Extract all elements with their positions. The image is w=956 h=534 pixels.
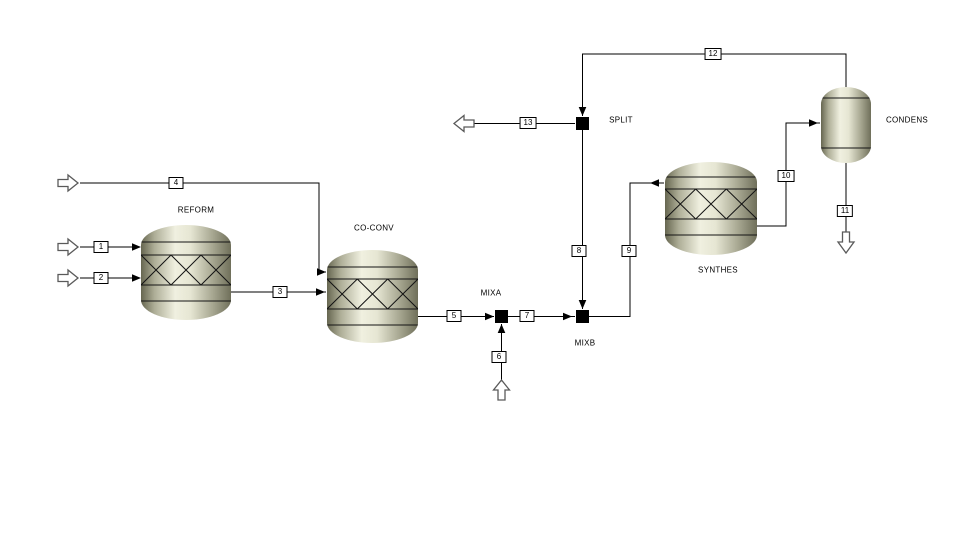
arrowhead-icon bbox=[497, 324, 506, 333]
synthes-vessel[interactable] bbox=[665, 162, 757, 255]
arrowhead-icon bbox=[578, 300, 587, 309]
coconv-vessel[interactable] bbox=[327, 250, 418, 343]
arrowhead-icon bbox=[485, 312, 494, 321]
arrowhead-icon bbox=[809, 119, 818, 127]
stream-13-label[interactable]: 13 bbox=[519, 117, 537, 129]
stream-12-label[interactable]: 12 bbox=[704, 48, 722, 60]
stream-8-label[interactable]: 8 bbox=[571, 245, 587, 257]
stream-10-label[interactable]: 10 bbox=[777, 170, 795, 182]
stream-12-line[interactable] bbox=[582, 53, 847, 116]
product-arrow-icon[interactable] bbox=[452, 114, 475, 133]
feed-arrow-icon[interactable] bbox=[57, 268, 80, 288]
condens-label: CONDENS bbox=[885, 115, 929, 125]
stream-6-label[interactable]: 6 bbox=[491, 351, 507, 363]
product-arrow-icon[interactable] bbox=[836, 231, 856, 255]
catalyst-bed-pattern bbox=[141, 254, 231, 286]
arrowhead-icon bbox=[578, 107, 587, 116]
condens-vessel[interactable] bbox=[821, 87, 871, 163]
synthes-label: SYNTHES bbox=[698, 265, 738, 275]
arrowhead-icon bbox=[132, 243, 141, 251]
stream-2-label[interactable]: 2 bbox=[93, 272, 109, 284]
arrowhead-icon bbox=[317, 268, 326, 276]
stream-4-label[interactable]: 4 bbox=[168, 177, 184, 189]
feed-arrow-icon[interactable] bbox=[492, 378, 511, 401]
split-label: SPLIT bbox=[609, 115, 633, 125]
feed-arrow-icon[interactable] bbox=[57, 173, 80, 193]
mixa-block[interactable] bbox=[495, 310, 508, 323]
arrowhead-icon bbox=[650, 179, 659, 187]
mixb-block[interactable] bbox=[576, 310, 589, 323]
stream-9-label[interactable]: 9 bbox=[621, 245, 637, 257]
reform-label: REFORM bbox=[177, 205, 215, 215]
mixb-label: MIXB bbox=[574, 338, 596, 348]
stream-1-label[interactable]: 1 bbox=[93, 241, 109, 253]
stream-11-label[interactable]: 11 bbox=[836, 205, 854, 217]
feed-arrow-icon[interactable] bbox=[57, 237, 80, 257]
catalyst-bed-pattern bbox=[327, 278, 418, 310]
arrowhead-icon bbox=[132, 274, 141, 282]
stream-5-label[interactable]: 5 bbox=[446, 310, 462, 322]
stream-7-label[interactable]: 7 bbox=[519, 310, 535, 322]
arrowhead-icon bbox=[316, 288, 325, 296]
coconv-label: CO-CONV bbox=[354, 223, 394, 233]
mixa-label: MIXA bbox=[480, 288, 502, 298]
reform-vessel[interactable] bbox=[141, 225, 231, 320]
arrowhead-icon bbox=[563, 312, 572, 321]
catalyst-bed-pattern bbox=[665, 188, 757, 220]
split-block[interactable] bbox=[576, 117, 589, 130]
stream-3-label[interactable]: 3 bbox=[272, 286, 288, 298]
